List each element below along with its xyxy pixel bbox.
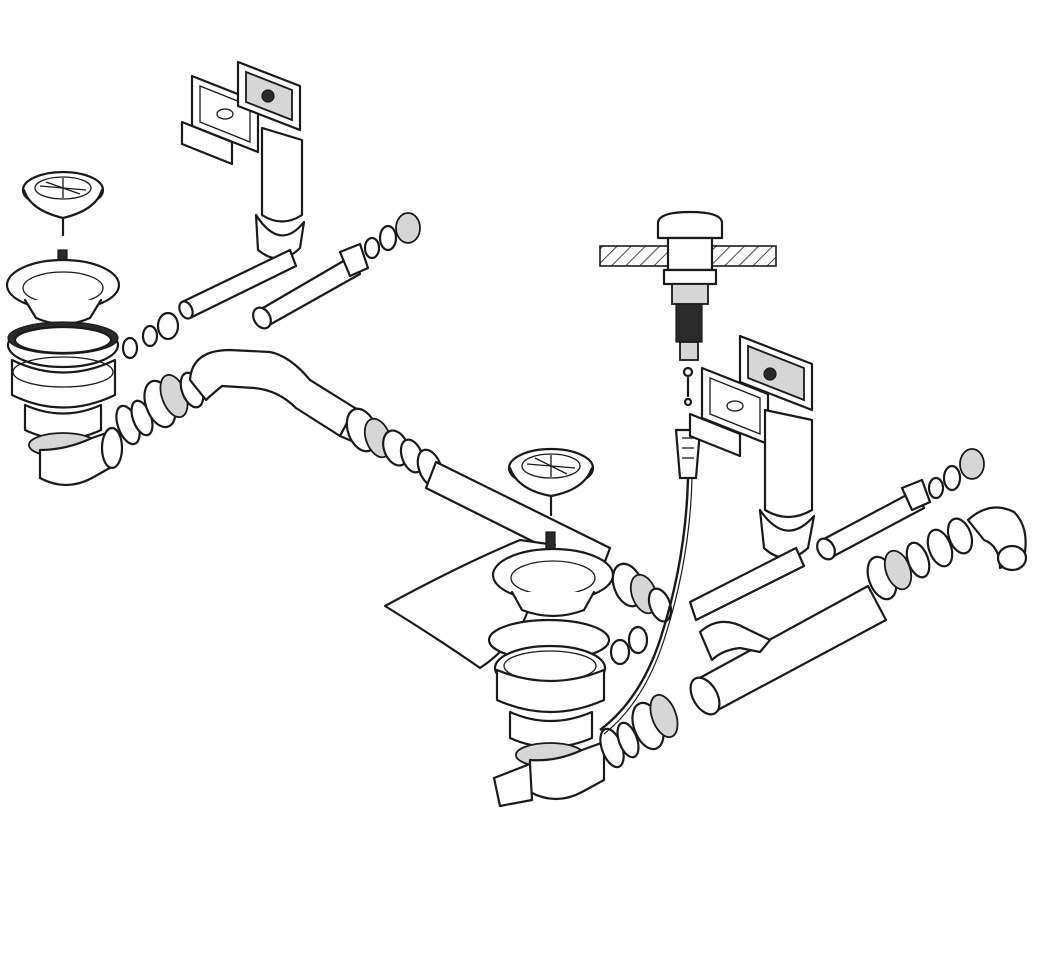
right-side-nut-chain bbox=[609, 562, 673, 666]
popup-control-knob bbox=[599, 210, 777, 407]
right-overflow-head bbox=[738, 334, 814, 412]
left-upper-rings bbox=[363, 212, 421, 260]
right-overflow-gasket bbox=[688, 412, 742, 458]
right-outlet-rings bbox=[599, 694, 679, 769]
right-overflow-hose bbox=[688, 546, 806, 622]
left-overflow-pipe-b bbox=[252, 242, 370, 330]
left-overflow-assembly bbox=[178, 60, 306, 320]
right-overflow-pipe-b bbox=[816, 448, 985, 561]
popup-cable bbox=[599, 428, 702, 735]
horizontal-connecting-pipe bbox=[188, 348, 370, 444]
right-overflow-tube bbox=[763, 408, 814, 519]
left-strainer-assembly bbox=[5, 170, 124, 487]
left-connector-rings bbox=[115, 371, 205, 446]
left-overflow-gasket bbox=[180, 120, 234, 166]
left-basket-strainer bbox=[21, 170, 105, 237]
left-overflow-elbow bbox=[254, 213, 306, 260]
right-sink-flange bbox=[491, 547, 615, 618]
right-outlet-elbow bbox=[492, 740, 606, 808]
right-basket-strainer bbox=[507, 447, 595, 517]
right-overflow-assembly bbox=[688, 334, 816, 622]
left-overflow-tube bbox=[260, 126, 304, 223]
right-trap-nut-chain bbox=[866, 517, 974, 601]
left-body-housing bbox=[6, 321, 120, 458]
right-trap-pipe bbox=[689, 584, 888, 716]
right-overflow-elbow bbox=[758, 508, 816, 560]
left-outlet-elbow bbox=[38, 426, 124, 487]
left-overflow-head bbox=[236, 60, 302, 132]
right-strainer-assembly bbox=[487, 447, 615, 808]
left-sink-flange bbox=[5, 258, 121, 326]
left-overflow-rings bbox=[121, 311, 180, 360]
right-trap-elbow bbox=[966, 506, 1028, 572]
left-overflow-frame bbox=[190, 74, 260, 154]
